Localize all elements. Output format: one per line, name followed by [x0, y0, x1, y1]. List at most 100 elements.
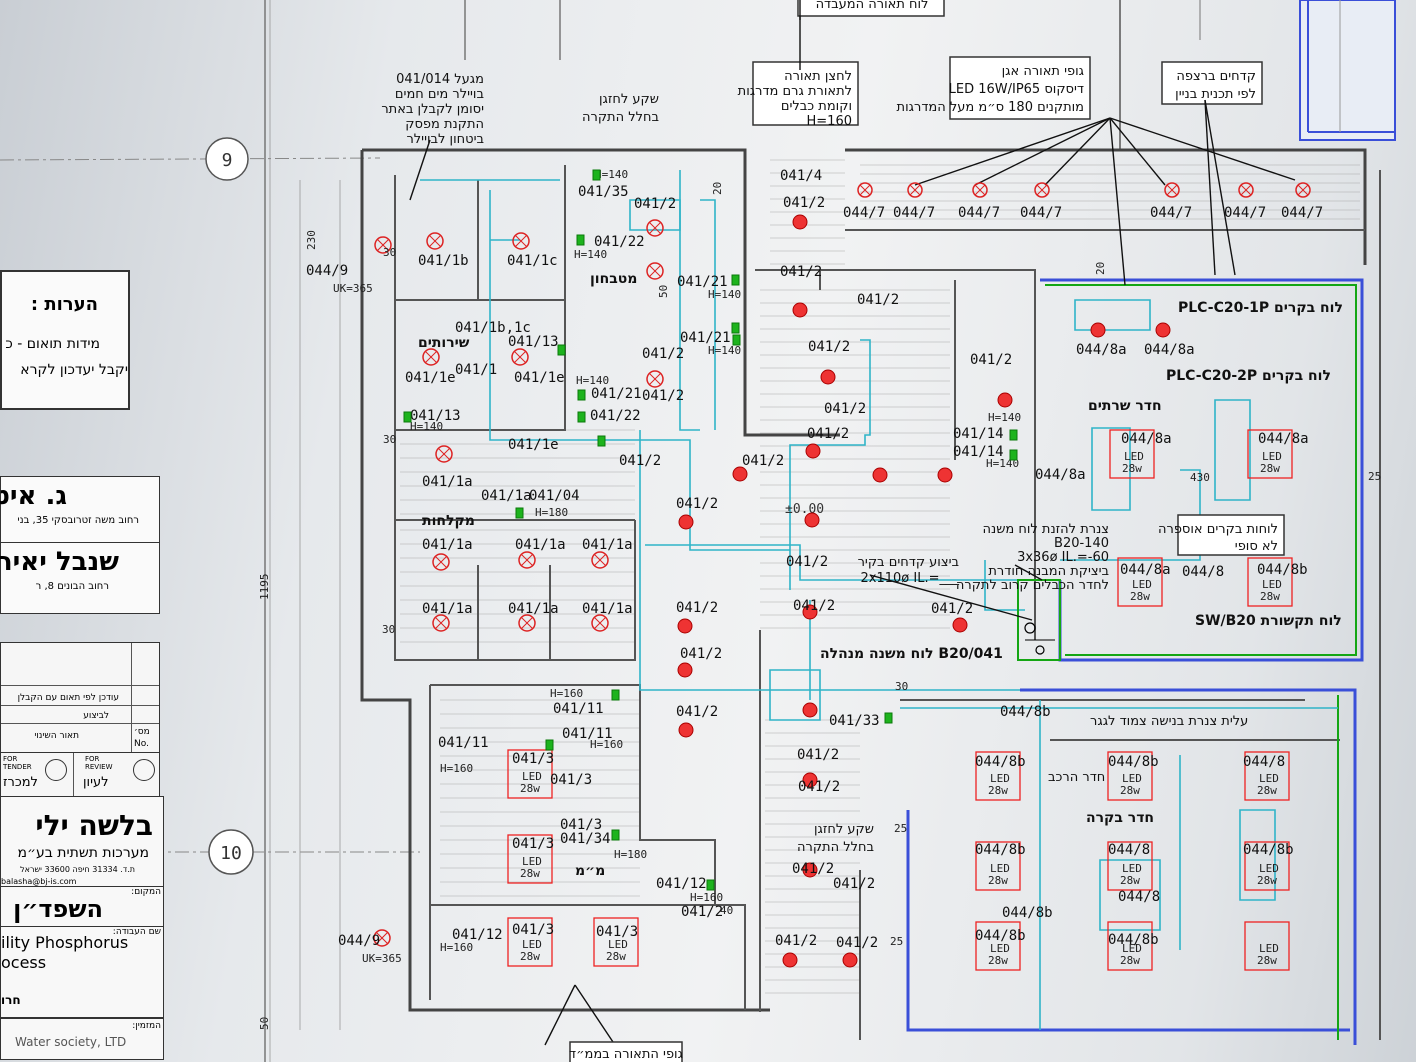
- dimension-label: 430: [1190, 471, 1210, 484]
- floorBox-line: לפי תכנית בניין: [1175, 87, 1256, 102]
- svg-text:גופי התאורה בממ״ד: גופי התאורה בממ״ד: [569, 1047, 683, 1062]
- for-review-box[interactable]: [133, 759, 155, 781]
- svg-text:PLC-C20-1P לוח בקרים: PLC-C20-1P לוח בקרים: [1178, 300, 1343, 316]
- for-tender-box[interactable]: [45, 759, 67, 781]
- circuit-label: 041/2: [742, 453, 784, 469]
- circuit-label: 044/8a: [1120, 562, 1171, 578]
- firm-2: שנבל יאיר רחוב הבונים 8, ר: [0, 542, 160, 614]
- power-socket: [1009, 449, 1018, 461]
- circuit-label: 044/8a: [1035, 467, 1086, 483]
- power-socket: [611, 829, 620, 841]
- circuit-label: 041/2: [836, 935, 878, 951]
- height-label: H=140: [574, 248, 607, 261]
- circuit-label: 041/2: [642, 388, 684, 404]
- circuit-label: 044/8b: [975, 928, 1026, 944]
- ceiling-light: [1155, 322, 1171, 338]
- ceiling-light: [646, 219, 664, 237]
- circuit-label: 041/2: [807, 426, 849, 442]
- circuit-label: 041/2: [680, 646, 722, 662]
- circuit-label: 041/1a: [422, 537, 473, 553]
- power-socket: [403, 411, 412, 423]
- svg-text:חדר בקרה: חדר בקרה: [1086, 810, 1154, 826]
- ceiling-light: [426, 232, 444, 250]
- ceiling-light: [512, 232, 530, 250]
- led-wattage: 28w: [520, 782, 540, 795]
- ceiling-light: [677, 618, 693, 634]
- dimension-label: 230: [305, 230, 318, 250]
- circuit-label: 041/2: [797, 747, 839, 763]
- height-label: H=140: [410, 420, 443, 433]
- circuit-label: 041/11: [438, 735, 489, 751]
- ceiling-light: [646, 262, 664, 280]
- height-label: H=160: [590, 738, 623, 751]
- circuit-label: 041/1c: [507, 253, 558, 269]
- svg-text:10: 10: [220, 843, 242, 864]
- dimension-label: 20: [1094, 262, 1107, 275]
- callout-mamad-lights: גופי התאורה בממ״ד: [569, 1041, 683, 1062]
- ceiling-light: [997, 392, 1013, 408]
- circuit-label: 044/8b: [1108, 754, 1159, 770]
- panelNote-line: צנרת להזנת לוח משנה: [983, 522, 1110, 537]
- led-tag: LED: [522, 938, 542, 951]
- ceiling-light: [842, 952, 858, 968]
- walls: [360, 148, 1381, 1040]
- svg-text:לוח משנה מנהלה B20/041: לוח משנה מנהלה B20/041: [820, 646, 1003, 662]
- for-review: לעיון: [83, 775, 109, 790]
- circuit-label: 041/2: [808, 339, 850, 355]
- circuit-label: 041/21: [677, 274, 728, 290]
- circuit-label: 041/3: [512, 751, 554, 767]
- ceiling-light: [802, 702, 818, 718]
- circuit-label: 041/3: [560, 817, 602, 833]
- grid-marker-9: 9: [205, 137, 249, 181]
- height-label: H=140: [708, 344, 741, 357]
- panelNote-line: לחדר הכבלים קרוב לתקרה: [956, 578, 1109, 593]
- power-socket: [884, 712, 893, 724]
- led-wattage: 28w: [1120, 954, 1140, 967]
- circuit-label: 041/2: [634, 196, 676, 212]
- power-socket: [515, 507, 524, 519]
- revision-2: לביצוע: [83, 711, 109, 721]
- circuit-label: 044/8b: [1002, 905, 1053, 921]
- circuit-label: 044/8b: [1257, 562, 1308, 578]
- callout-floor-drill: קדחים ברצפה לפי תכנית בניין: [1161, 61, 1263, 105]
- led-wattage: 28w: [1257, 954, 1277, 967]
- circuit-label: 041/2: [681, 904, 723, 920]
- led-tag: LED: [990, 942, 1010, 955]
- ceiling-light: [802, 772, 818, 788]
- led-tag: LED: [990, 862, 1010, 875]
- floorBox-line: קדחים ברצפה: [1176, 69, 1256, 84]
- circuit-label: 041/2: [824, 401, 866, 417]
- ceiling-light: [1090, 322, 1106, 338]
- leader-lines: [409, 0, 1296, 1046]
- work-en-2: ocess: [1, 953, 47, 972]
- power-socket: [731, 274, 740, 286]
- work-en-1: ility Phosphorus: [1, 933, 129, 952]
- svg-text:מטבחון: מטבחון: [590, 271, 637, 287]
- notes-heading: הערות :: [30, 294, 98, 315]
- circuit-label: 041/3: [550, 772, 592, 788]
- height-label: H=140: [595, 168, 628, 181]
- led-wattage: 28w: [1257, 784, 1277, 797]
- ceiling-light: [518, 551, 536, 569]
- ceiling-light: [782, 952, 798, 968]
- circuit-label: 044/8a: [1121, 431, 1172, 447]
- notes-line-2: יקבל יעדכון לקרא: [20, 362, 128, 378]
- light-fixtures: LED28wLED28wLED28wLED28wLED28wLED28wLED2…: [373, 214, 1293, 971]
- led-wattage: 28w: [606, 950, 626, 963]
- ceiling-light: [872, 467, 888, 483]
- circuit-label: 041/3: [512, 922, 554, 938]
- circuit-label: 041/33: [829, 713, 880, 729]
- circuit-label: 041/35: [578, 184, 629, 200]
- firm-1-address: רחוב משה זטרובסקי 35, בני: [17, 515, 139, 526]
- place-block: המקום: השפד״ן: [0, 886, 164, 928]
